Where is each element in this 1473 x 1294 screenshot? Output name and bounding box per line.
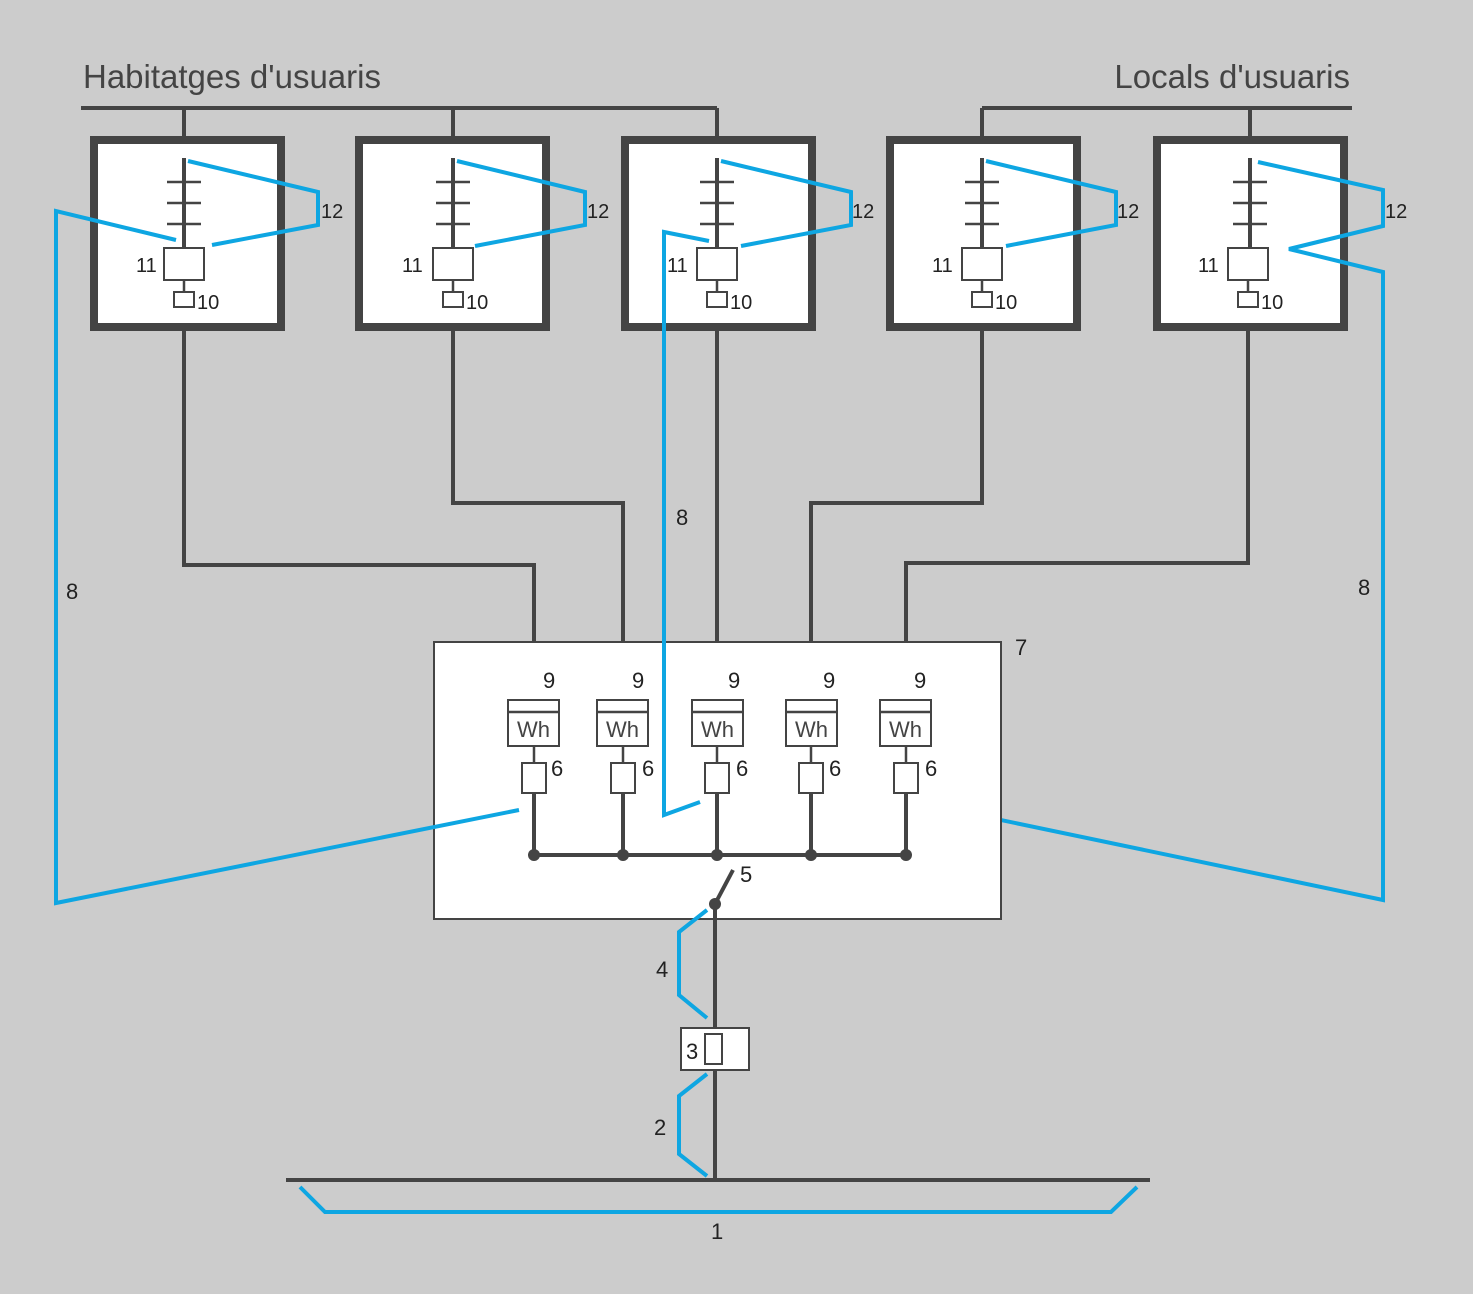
device-11: [1227, 247, 1269, 281]
label-9: 9: [543, 668, 555, 693]
callout-2: [677, 1072, 709, 1178]
fuse-6: [798, 762, 824, 794]
device-11: [163, 247, 205, 281]
device-11: [696, 247, 738, 281]
label-7: 7: [1015, 635, 1027, 660]
label-4: 4: [656, 957, 668, 982]
heading-user-dwellings: Habitatges d'usuaris: [83, 58, 381, 95]
label-11: 11: [932, 255, 953, 277]
meter-label: Wh: [701, 717, 734, 742]
label-9: 9: [632, 668, 644, 693]
callout-12: [985, 159, 1118, 248]
callout-12: [720, 159, 853, 248]
label-2: 2: [654, 1115, 666, 1140]
label-11: 11: [1198, 255, 1219, 277]
label-10: 10: [995, 292, 1017, 314]
label-11: 11: [667, 255, 688, 277]
callout-4: [677, 908, 709, 1020]
label-11: 11: [402, 255, 423, 277]
fuse-3: [704, 1033, 723, 1065]
label-6: 6: [736, 756, 748, 781]
meter-label: Wh: [517, 717, 550, 742]
callout-12-and-8-right: [914, 160, 1385, 903]
heading-user-premises: Locals d'usuaris: [1114, 58, 1350, 95]
device-10: [1237, 291, 1259, 308]
label-10: 10: [730, 292, 752, 314]
fuse-6: [610, 762, 636, 794]
label-10: 10: [197, 292, 219, 314]
label-12: 12: [852, 201, 874, 223]
label-11: 11: [136, 255, 157, 277]
meter-4: 9 Wh 6: [785, 668, 841, 861]
meter-label: Wh: [889, 717, 922, 742]
fuse-6: [893, 762, 919, 794]
meter-3: 9 Wh 6: [691, 668, 748, 861]
label-10: 10: [1261, 292, 1283, 314]
unit-4: 11 10 12: [886, 136, 1139, 331]
meter-2: 9 Wh 6: [596, 668, 654, 861]
unit-5: 11 10 12: [914, 136, 1407, 903]
label-6: 6: [551, 756, 563, 781]
feeder-5: [904, 327, 1250, 700]
energy-meter: [507, 699, 560, 747]
meter-5: 9 Wh 6: [879, 668, 937, 861]
energy-meter: [879, 699, 932, 747]
callout-12: [456, 159, 587, 248]
label-10: 10: [466, 292, 488, 314]
label-9: 9: [728, 668, 740, 693]
unit-1: 11 10 12: [90, 136, 343, 331]
main-switch-5: [713, 869, 735, 905]
energy-meter: [596, 699, 649, 747]
label-12: 12: [587, 201, 609, 223]
label-6: 6: [925, 756, 937, 781]
fuse-6: [704, 762, 730, 794]
label-12: 12: [321, 201, 343, 223]
unit-3: 11 10 12: [621, 136, 874, 331]
label-8-left: 8: [66, 579, 78, 604]
label-3: 3: [686, 1039, 698, 1064]
device-10: [442, 291, 464, 308]
feeder-1: [182, 327, 536, 700]
callout-8-left: [54, 208, 520, 906]
label-8-right: 8: [1358, 575, 1370, 600]
device-10: [173, 291, 195, 308]
meter-label: Wh: [606, 717, 639, 742]
label-12: 12: [1117, 201, 1139, 223]
callout-8-center: [662, 229, 710, 818]
unit-2: 11 10 12: [355, 136, 609, 331]
label-6: 6: [642, 756, 654, 781]
label-8-center: 8: [676, 505, 688, 530]
label-9: 9: [914, 668, 926, 693]
callout-1: [298, 1185, 1139, 1214]
device-10: [971, 291, 993, 308]
device-10: [706, 291, 728, 308]
meter-1: 9 Wh 6: [507, 668, 563, 861]
feeder-4: [809, 327, 984, 700]
meter-label: Wh: [795, 717, 828, 742]
device-11: [432, 247, 474, 281]
device-11: [961, 247, 1003, 281]
label-9: 9: [823, 668, 835, 693]
label-5: 5: [740, 862, 752, 887]
label-1: 1: [711, 1219, 723, 1244]
label-12: 12: [1385, 201, 1407, 223]
callout-12: [187, 159, 320, 247]
feeder-2: [451, 327, 625, 700]
label-6: 6: [829, 756, 841, 781]
fuse-6: [521, 762, 547, 794]
